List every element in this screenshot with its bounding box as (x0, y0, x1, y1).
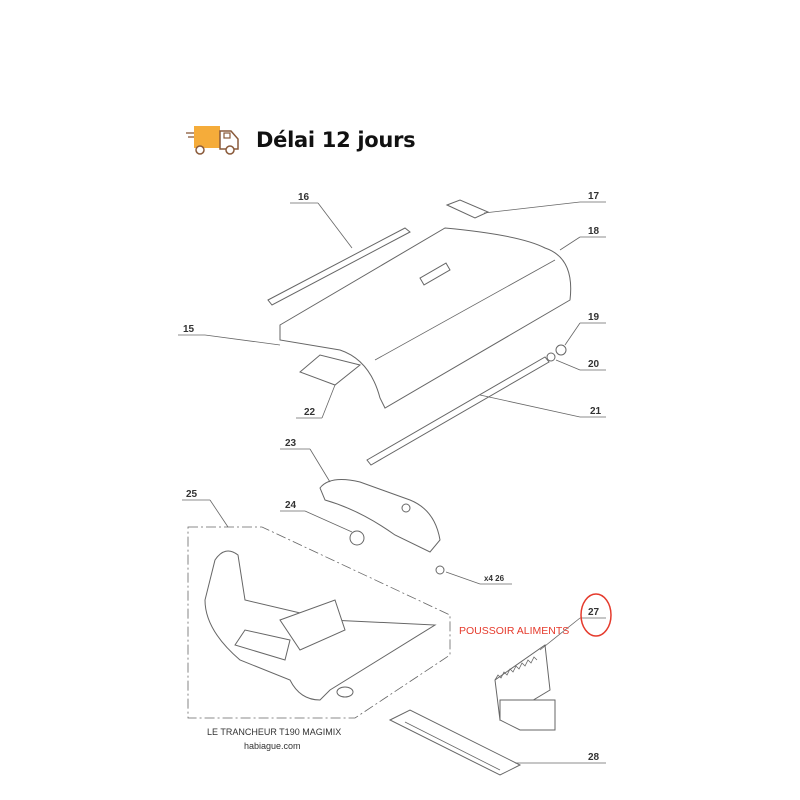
part-label-17: 17 (588, 191, 600, 202)
highlight-circle (580, 593, 612, 637)
part-label-26: x4 26 (484, 574, 505, 583)
part-27-food-pusher: 27 POUSSOIR ALIMENTS (459, 593, 612, 731)
part-label-22: 22 (304, 407, 316, 418)
part-label-27: 27 (588, 607, 600, 618)
part-label-28: 28 (588, 752, 600, 763)
part-17-plate: 17 (445, 191, 606, 219)
part-label-25: 25 (186, 489, 198, 500)
part-22-bracket: 22 (296, 354, 362, 419)
delivery-truck-icon (186, 126, 239, 155)
part-23-handle: 23 (280, 438, 441, 553)
part-24-knob: 24 (280, 500, 365, 546)
delivery-banner: Délai 12 jours (186, 124, 416, 156)
part-label-23: 23 (285, 438, 297, 449)
part-21-rod: 21 (366, 356, 606, 466)
part-18-housing: 18 (279, 226, 606, 409)
part-label-18: 18 (588, 226, 600, 237)
website-caption: habiague.com (244, 741, 301, 751)
part-label-15: 15 (183, 324, 195, 335)
part-16-strip: 16 (267, 192, 411, 306)
part-label-21: 21 (590, 406, 602, 417)
part-label-19: 19 (588, 312, 600, 323)
part-15-label: 15 (178, 324, 281, 346)
part-28-rail: 28 (388, 709, 606, 776)
part-26-feet: x4 26 (435, 565, 512, 585)
part-label-20: 20 (588, 359, 600, 370)
part-label-16: 16 (298, 192, 310, 203)
delivery-delay-text: Délai 12 jours (256, 128, 416, 152)
part-19-20-bushings: 19 20 (546, 312, 606, 371)
part-label-24: 24 (285, 500, 297, 511)
part-25-assembly: 25 LE TRANCHEUR T190 MAGIMIX habiague.co… (182, 489, 451, 751)
highlight-label: POUSSOIR ALIMENTS (459, 625, 569, 637)
diagram-caption: LE TRANCHEUR T190 MAGIMIX (207, 727, 341, 737)
